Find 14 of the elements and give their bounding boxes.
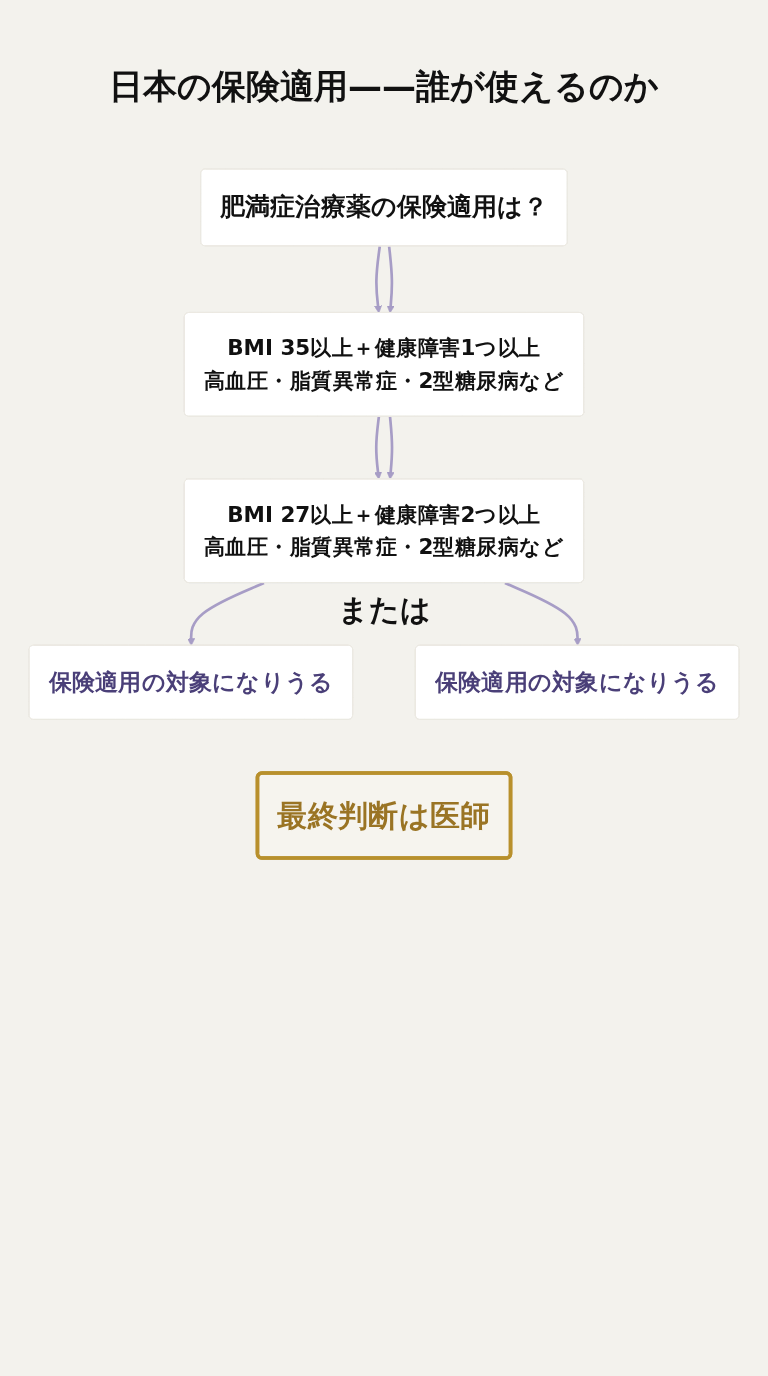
criteria-box: BMI 35以上＋健康障害1つ以上 高血圧・脂質異常症・2型糖尿病など [183, 312, 585, 417]
title: 日本の保険適用——誰が使えるのか [108, 65, 660, 108]
arrow [504, 581, 582, 646]
arrow [187, 581, 265, 646]
note-text: または [337, 591, 431, 630]
arrow [374, 416, 382, 480]
question-box: 肥満症治療薬の保険適用は？ [200, 168, 568, 247]
arrow [386, 246, 395, 314]
criteria-box: BMI 27以上＋健康障害2つ以上 高血圧・脂質異常症・2型糖尿病など [183, 478, 585, 583]
arrow [374, 246, 382, 314]
arrow [386, 416, 395, 480]
result-box: 保険適用の対象になりうる [414, 644, 740, 720]
result-box: 保険適用の対象になりうる [28, 644, 354, 720]
note-box: 最終判断は医師 [255, 771, 513, 860]
